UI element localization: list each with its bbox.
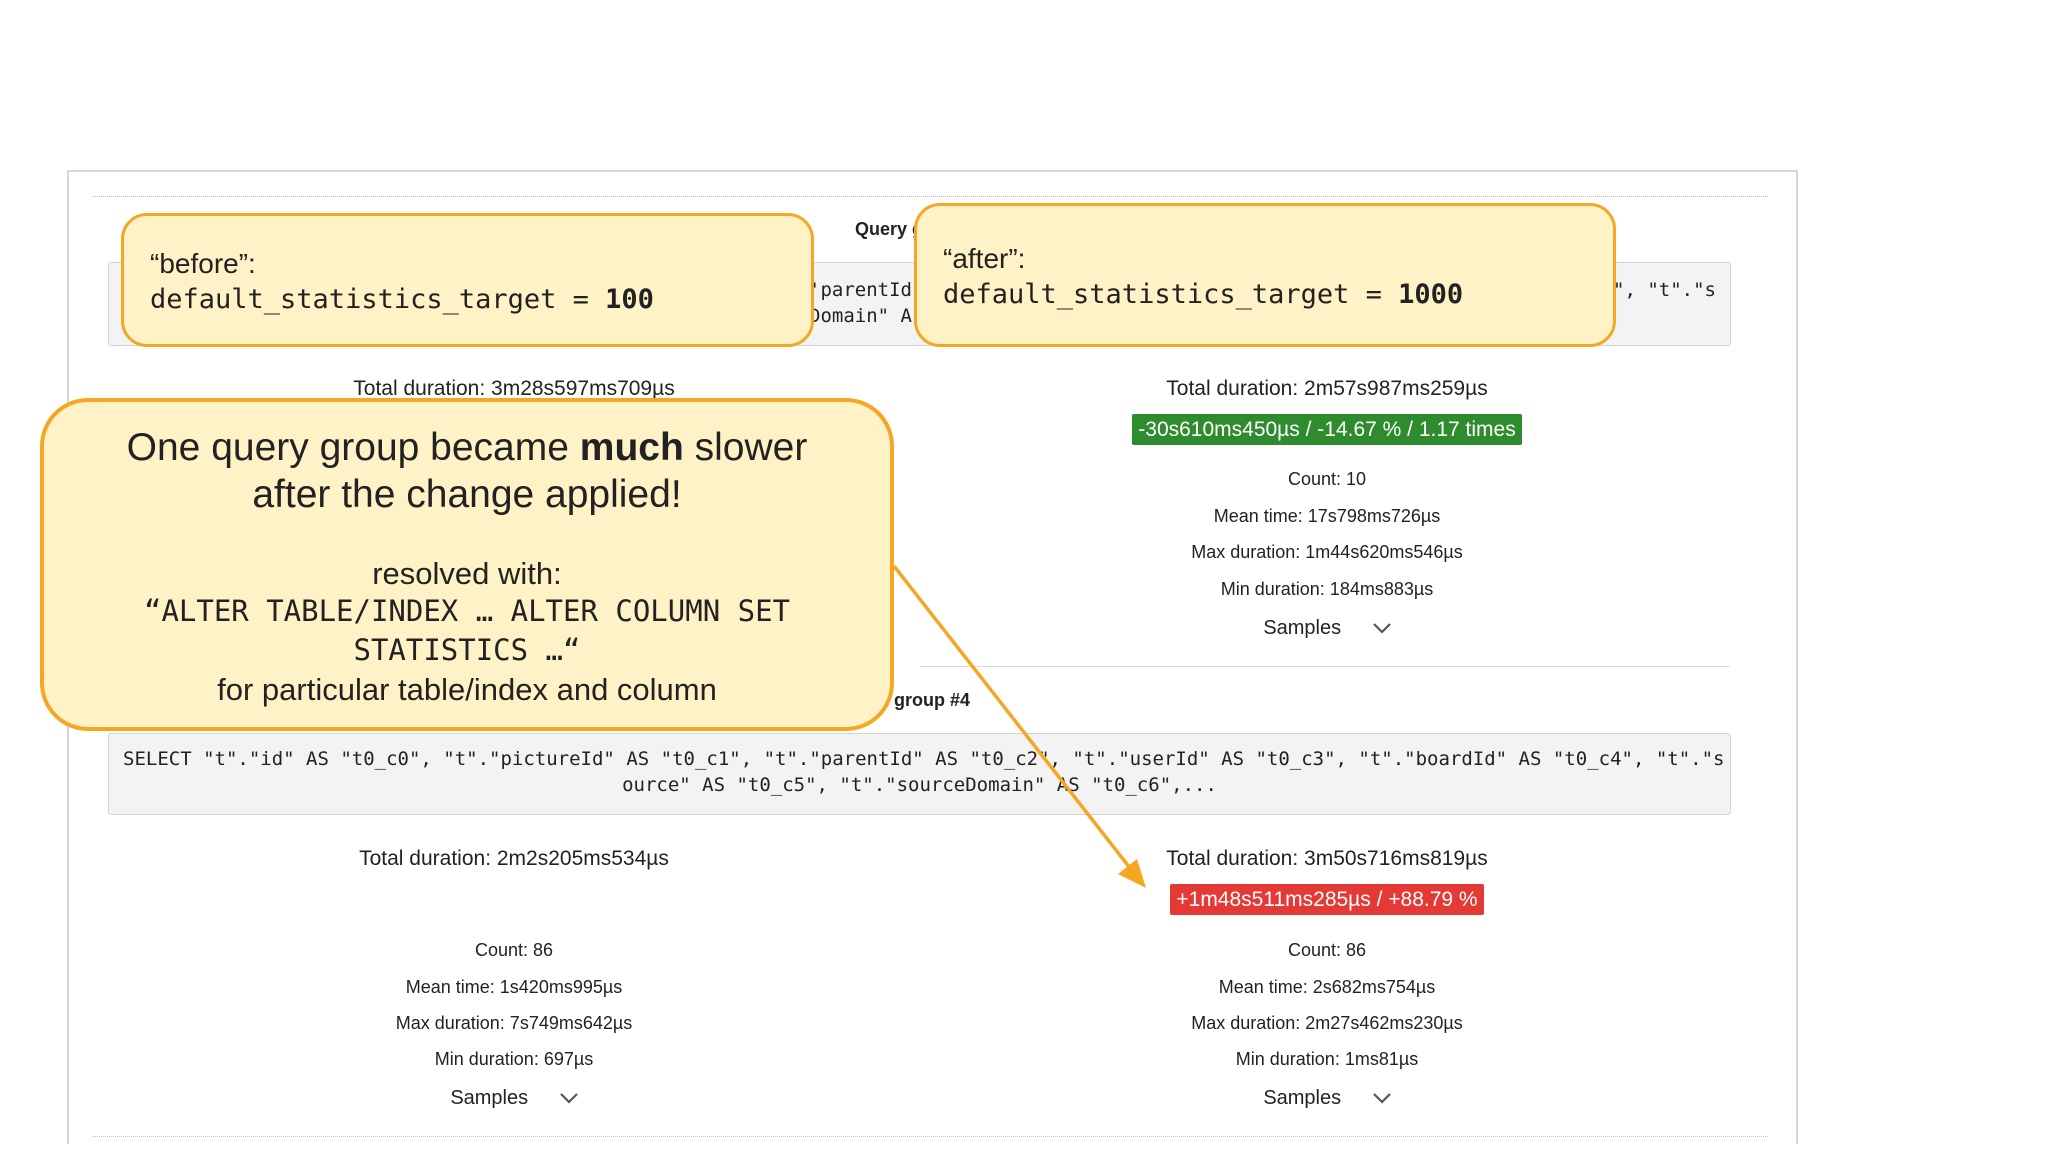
- after-setting-value: 1000: [1398, 279, 1464, 310]
- headline-post: slower: [683, 426, 808, 469]
- group4-sql: SELECT "t"."id" AS "t0_c0", "t"."picture…: [108, 733, 1731, 815]
- headline-line2: after the change applied!: [252, 473, 682, 516]
- group4-before-count: Count: 86: [474, 940, 554, 960]
- group-separator: [920, 666, 1730, 667]
- before-setting: default_statistics_target = 100: [150, 284, 811, 315]
- group3-before-total: Total duration: 3m28s597ms709µs: [353, 377, 675, 400]
- after-label: “after”:: [943, 243, 1026, 274]
- after-setting-name: default_statistics_target =: [943, 279, 1399, 310]
- chevron-down-icon: [1372, 1087, 1391, 1110]
- group3-after-samples-toggle[interactable]: Samples: [1027, 617, 1627, 640]
- callout-headline: One query group became much slower after…: [44, 424, 890, 518]
- group4-title: ry group #4: [872, 690, 971, 710]
- group3-after-mean: Mean time: 17s798ms726µs: [1213, 506, 1441, 526]
- divider-top: [93, 196, 1768, 197]
- group4-before-total: Total duration: 2m2s205ms534µs: [359, 847, 669, 870]
- samples-label: Samples: [450, 1087, 529, 1109]
- before-callout: “before”: default_statistics_target = 10…: [121, 213, 814, 347]
- after-setting: default_statistics_target = 1000: [943, 279, 1613, 310]
- main-callout: One query group became much slower after…: [40, 398, 894, 731]
- group3-badge-wrap: -30s610ms450µs / -14.67 % / 1.17 times: [1027, 414, 1627, 445]
- after-callout: “after”: default_statistics_target = 100…: [914, 203, 1616, 347]
- group3-after-max: Max duration: 1m44s620ms546µs: [1191, 542, 1463, 562]
- group4-before-mean: Mean time: 1s420ms995µs: [405, 977, 623, 997]
- divider-bottom: [93, 1136, 1768, 1137]
- group3-sql-right: ", "t"."s: [1613, 279, 1716, 301]
- group4-after-max: Max duration: 2m27s462ms230µs: [1191, 1013, 1463, 1033]
- headline-emphasis: much: [579, 426, 684, 469]
- chevron-down-icon: [559, 1087, 578, 1110]
- samples-label: Samples: [1263, 1087, 1342, 1109]
- group3-after-min: Min duration: 184ms883µs: [1220, 579, 1434, 599]
- group3-after-total: Total duration: 2m57s987ms259µs: [1166, 377, 1488, 400]
- group4-before-max: Max duration: 7s749ms642µs: [395, 1013, 633, 1033]
- before-label: “before”:: [150, 248, 256, 279]
- before-setting-name: default_statistics_target =: [150, 284, 606, 315]
- group3-sql-line2: Domain" A: [809, 305, 912, 327]
- group4-after-min: Min duration: 1ms81µs: [1235, 1049, 1419, 1069]
- group4-after-count: Count: 86: [1287, 940, 1367, 960]
- callout-tail: for particular table/index and column: [217, 672, 717, 707]
- group4-badge-wrap: +1m48s511ms285µs / +88.79 %: [1027, 884, 1627, 915]
- headline-pre: One query group became: [126, 426, 580, 469]
- samples-label: Samples: [1263, 617, 1342, 639]
- callout-command-line2: STATISTICS …“: [353, 633, 581, 667]
- group3-title: Query g: [855, 219, 924, 239]
- group4-after-total: Total duration: 3m50s716ms819µs: [1166, 847, 1488, 870]
- group3-sql-line1: 'parentId': [809, 279, 924, 301]
- group4-after-mean: Mean time: 2s682ms754µs: [1218, 977, 1436, 997]
- callout-resolved: resolved with:: [372, 556, 562, 591]
- group4-before-min: Min duration: 697µs: [434, 1049, 594, 1069]
- callout-command-line1: “ALTER TABLE/INDEX … ALTER COLUMN SET: [143, 594, 790, 628]
- before-setting-value: 100: [605, 284, 654, 315]
- group4-sql-line1: SELECT "t"."id" AS "t0_c0", "t"."picture…: [123, 748, 1725, 770]
- group4-diff-badge: +1m48s511ms285µs / +88.79 %: [1170, 884, 1484, 915]
- group4-after-samples-toggle[interactable]: Samples: [1027, 1087, 1627, 1110]
- chevron-down-icon: [1372, 617, 1391, 640]
- group3-after-count: Count: 10: [1287, 469, 1367, 489]
- group4-before-samples-toggle[interactable]: Samples: [214, 1087, 814, 1110]
- group3-diff-badge: -30s610ms450µs / -14.67 % / 1.17 times: [1132, 414, 1522, 445]
